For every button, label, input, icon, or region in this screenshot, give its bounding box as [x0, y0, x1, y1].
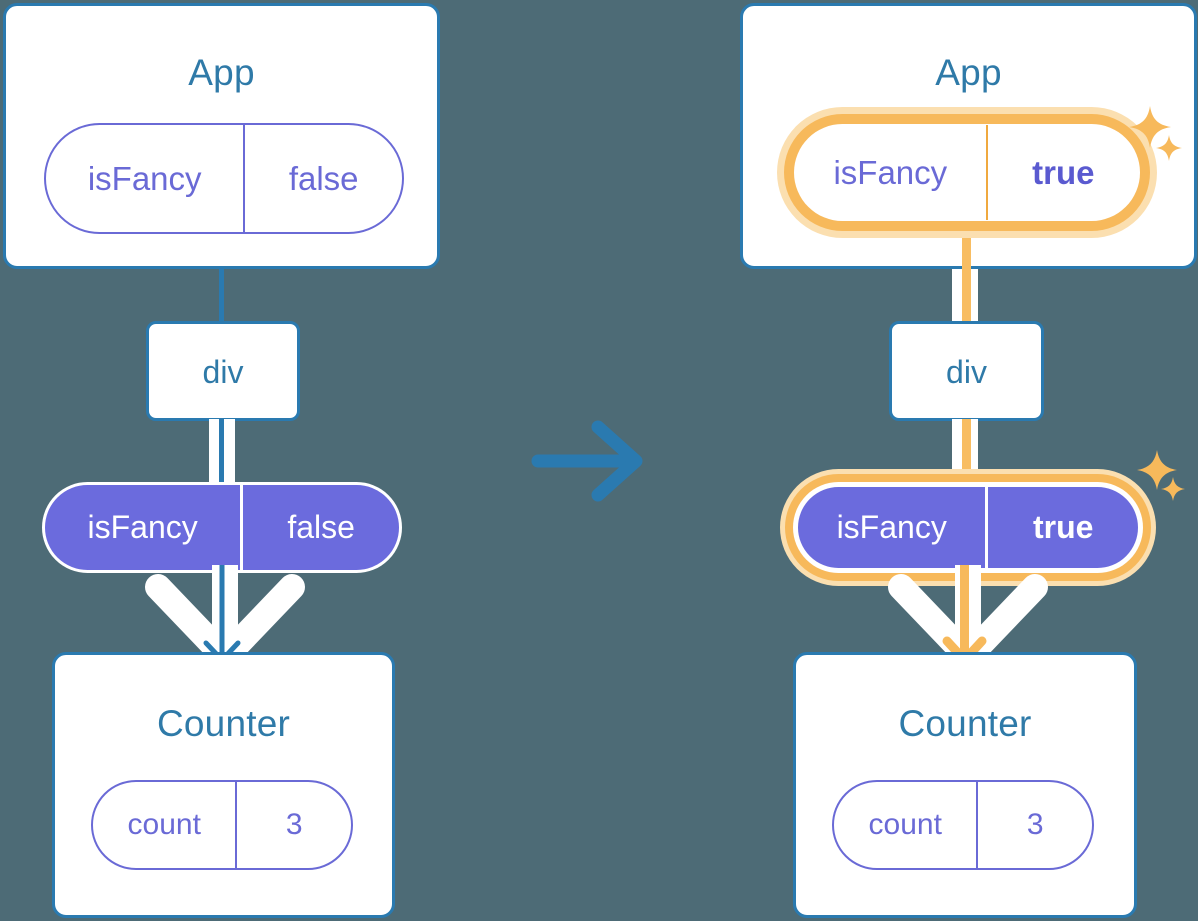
app-component-box: App isFancy false	[3, 3, 440, 269]
connector-pill-to-box-bottom-after	[962, 215, 971, 270]
prop-pill-value: true	[1032, 509, 1094, 545]
sparkle-icon-app-large	[1127, 104, 1173, 150]
app-state-pill: isFancy false	[44, 123, 404, 234]
counter-component-box: Counter count 3	[52, 652, 395, 918]
before-state-panel: App isFancy false div isFancy false	[3, 3, 440, 918]
prop-pill-name: isFancy	[798, 487, 989, 568]
connector-app-to-div	[219, 266, 224, 324]
app-state-pill-name: isFancy	[46, 125, 246, 232]
after-state-panel: App isFancy true div	[599, 0, 1198, 921]
counter-state-pill-value: 3	[1026, 808, 1044, 841]
arrow-right-icon	[531, 420, 643, 502]
arrow-orange-shaft	[960, 565, 969, 657]
div-label: div	[946, 354, 987, 390]
app-state-pill-value: true	[1032, 153, 1095, 191]
connector-app-to-div-after	[962, 230, 971, 325]
connector-div-to-prop-core-after	[962, 419, 971, 485]
prop-pill: isFancy true	[795, 484, 1141, 571]
prop-pill: isFancy false	[42, 482, 402, 573]
div-element-box	[889, 321, 1044, 421]
transition-arrow	[530, 415, 655, 507]
counter-state-pill-value: 3	[285, 808, 303, 841]
app-title: App	[188, 52, 255, 93]
counter-state-pill: count 3	[91, 780, 353, 870]
counter-component-box: Counter count 3	[793, 652, 1137, 918]
counter-state-pill-name: count	[834, 782, 979, 868]
prop-pill-value: false	[287, 509, 355, 545]
arrow-blue-shaft	[219, 565, 225, 657]
sparkle-icon-app-small	[1155, 134, 1183, 162]
app-state-pill-value: false	[288, 159, 359, 197]
sparkle-icon-prop-small	[1160, 476, 1186, 502]
div-label: div	[202, 354, 244, 390]
counter-title: Counter	[156, 703, 291, 744]
counter-title: Counter	[898, 703, 1032, 744]
counter-state-pill: count 3	[832, 780, 1094, 870]
app-state-pill: isFancy true	[795, 125, 1139, 220]
app-state-pill-name: isFancy	[795, 125, 988, 220]
sparkle-icon-prop-large	[1135, 448, 1179, 492]
connector-div-to-prop-core	[219, 419, 224, 485]
prop-pill-name: isFancy	[45, 485, 244, 570]
counter-state-pill-name: count	[93, 782, 238, 868]
app-title: App	[935, 52, 1002, 93]
